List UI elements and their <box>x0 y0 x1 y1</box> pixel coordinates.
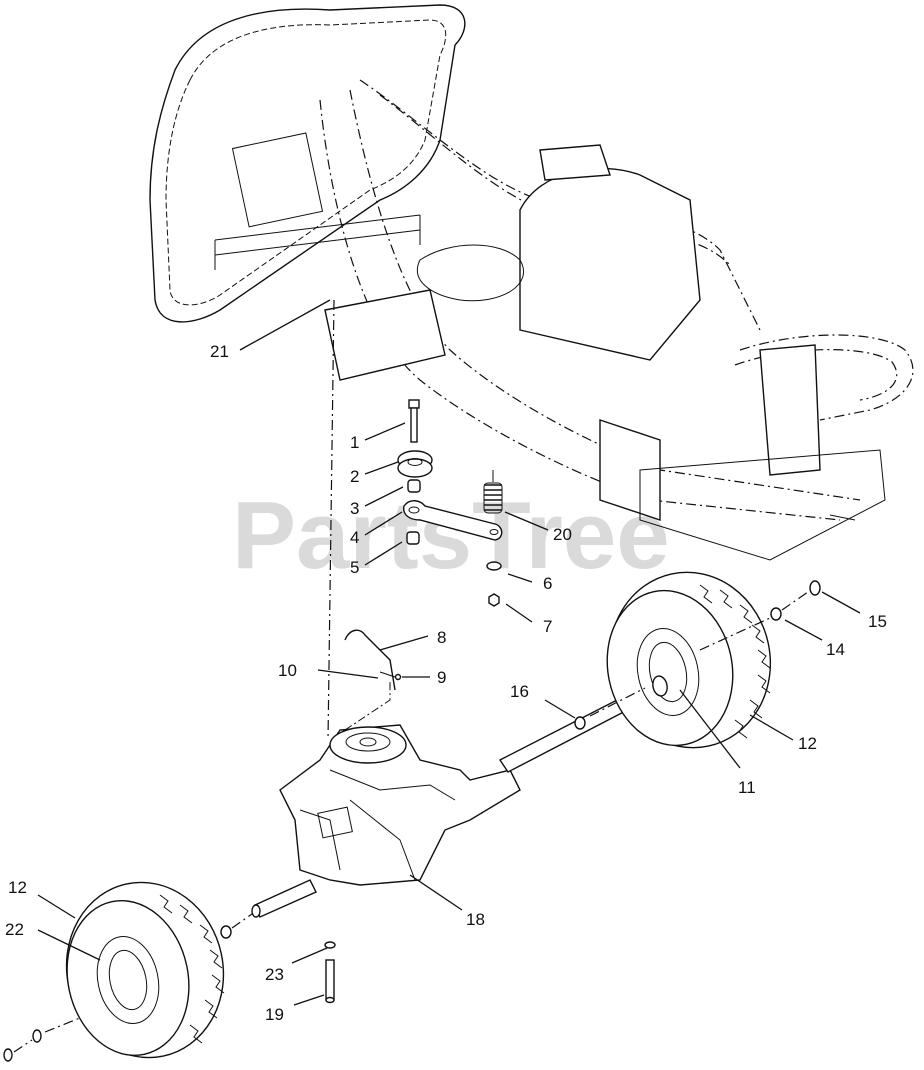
assembly-line <box>327 299 335 741</box>
callout-20: 20 <box>553 525 572 544</box>
callout-21: 21 <box>210 342 229 361</box>
callout-1: 1 <box>350 433 359 452</box>
callout-16: 16 <box>510 682 529 701</box>
left-wheel <box>3 881 253 1062</box>
callout-labels: 21 1 2 3 4 5 6 7 20 8 9 10 16 11 12 14 1… <box>5 342 887 1024</box>
callout-22: 22 <box>5 920 24 939</box>
callout-2: 2 <box>350 467 359 486</box>
callout-9: 9 <box>437 668 446 687</box>
callout-6: 6 <box>543 574 552 593</box>
right-wheel <box>574 571 821 749</box>
callout-18: 18 <box>466 910 485 929</box>
leader-lines <box>37 299 861 1006</box>
callout-19: 19 <box>265 1005 284 1024</box>
idler-components <box>397 399 503 607</box>
callout-10: 10 <box>278 661 297 680</box>
callout-11: 11 <box>738 778 756 797</box>
watermark: PartsTree <box>232 482 670 589</box>
callout-14: 14 <box>826 640 845 659</box>
pin-assembly <box>324 941 336 1004</box>
frame-assembly <box>149 4 914 561</box>
callout-15: 15 <box>868 612 887 631</box>
callout-4: 4 <box>350 528 359 547</box>
callout-12-right: 12 <box>798 734 817 753</box>
callout-3: 3 <box>350 499 359 518</box>
control-linkage <box>344 629 402 731</box>
callout-7: 7 <box>543 617 552 636</box>
callout-5: 5 <box>350 558 359 577</box>
callout-8: 8 <box>437 628 446 647</box>
callout-12-left: 12 <box>8 878 27 897</box>
callout-23: 23 <box>265 965 284 984</box>
transaxle <box>251 677 667 918</box>
